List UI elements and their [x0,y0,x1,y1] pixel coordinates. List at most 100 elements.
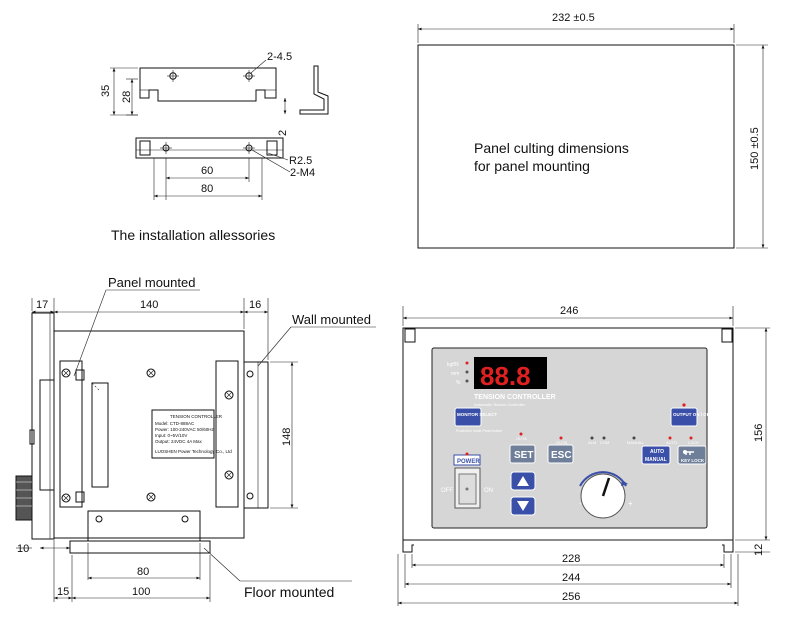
monitor-note: Protection mode Panel button [456,429,502,433]
knob-arrow-icon [621,480,628,486]
auto-manual-button[interactable] [641,445,671,465]
panel-cutout-drawing: 232 ±0.5 150 ±0.5 Panel culting dimensio… [417,12,768,249]
rear-view-drawing: TENSION CONTROLLER Model: CTD-888AC Powe… [15,275,376,602]
dim-156: 156 [753,424,765,442]
panel-subtitle: Automatic Tension Controller [474,402,526,407]
hole-mark [167,70,179,82]
set-button[interactable] [509,444,536,464]
dim-60: 60 [201,165,213,177]
up-arrow-icon [517,476,529,486]
knob-plus: + [628,499,633,508]
down-arrow-icon [517,501,529,511]
output-button-label: OUTPUT ON / OFF [673,412,712,417]
hole-mark [243,70,255,82]
floor-bracket [87,510,201,542]
esc-button[interactable] [547,444,574,464]
case-foot [402,540,414,553]
power-label: POWER [457,459,480,465]
indicator-label: LOCK [688,440,699,445]
auto-manual-label: AUTO [650,449,664,455]
unit-label: % [456,380,461,386]
screw-mark [246,370,254,378]
bracket-profile [299,65,329,115]
dim-244: 244 [562,572,580,584]
display-digits: 88.8 [480,361,531,391]
case-clip [721,328,733,343]
terminal-block [91,382,109,488]
output-on-off-button[interactable] [670,407,698,427]
screw-mark [224,470,234,480]
accessories-drawing: 2-4.5 35 28 2 R2.5 2-M4 [100,51,329,243]
dim-148: 148 [281,428,293,446]
nameplate-line: TENSION CONTROLLER [170,414,223,419]
dim-140: 140 [140,299,158,311]
bracket-clip [75,491,85,503]
screw-mark [146,492,156,502]
m4-label: 2-M4 [290,167,315,179]
bracket-top-view [139,67,277,102]
off-label: OFF [441,488,453,494]
monitor-button-label: MONITOR SELECT [457,412,497,417]
unit-label: kgf/N [447,362,459,368]
cutout-rectangle [417,44,735,249]
dim-256: 256 [562,591,580,603]
dim-2: 2 [277,130,289,136]
panel-title: TENSION CONTROLLER [474,394,556,401]
indicator-label: AUTO [666,440,677,445]
screw-mark [181,515,189,523]
nameplate-line: Model: CTD-888AC [155,421,195,426]
screw-mark [146,368,156,378]
hole-label: 2-4.5 [267,51,292,63]
dim-246: 246 [560,305,578,317]
m4-hole [243,142,255,154]
nameplate-line: Input: 0~5V/10V [155,433,187,438]
indicator-label: OUTB [556,440,567,445]
m4-hole [160,142,172,154]
knob-pointer [601,477,611,497]
bracket-tab [266,140,278,156]
right-bracket [215,360,239,508]
dim-17: 17 [36,299,48,311]
key-lock-label: KEY LOCK [681,458,705,463]
key-icon-head [683,450,687,454]
nameplate-line: LUOSHEN Power Technology Co., Ltd [155,449,232,454]
nameplate-line: Power: 100-240VAC 50/60Hz [155,427,214,432]
knob-minus: - [579,499,582,508]
unit-label: mm [451,371,459,377]
floor-mounted-label: Floor mounted [244,584,334,600]
cutout-text-1: Panel culting dimensions [474,140,629,156]
indicator-label: OUTA [516,436,527,441]
bezel-clip [29,429,35,445]
auto-manual-label: MANUAL [645,457,667,463]
case-foot [722,540,734,553]
case-clip [404,328,416,343]
front-panel-drawing: 88.8 kgf/N mm % TENSION CONTROLLER Autom… [397,305,770,606]
indicator-label: ALM [588,440,596,445]
dim-35: 35 [100,85,112,97]
dim-100: 100 [132,586,150,598]
monitor-select-button[interactable] [454,407,482,427]
dim-228: 228 [562,553,580,565]
led-display [474,357,547,389]
dim-80b: 80 [137,566,149,578]
accessories-caption: The installation allessories [111,227,275,243]
screw-mark [224,390,234,400]
indicator-label: MANUAL [627,440,644,445]
dim-80: 80 [201,183,213,195]
on-label: ON [484,488,493,494]
dim-28: 28 [121,91,133,103]
bracket-tab [139,140,151,156]
dim-10: 10 [17,543,29,555]
bezel-recess [39,379,55,491]
esc-label: ESC [551,450,572,461]
dim-12: 12 [753,544,765,556]
bracket-clip [75,369,85,381]
dim-16: 16 [249,299,261,311]
leader-line [250,59,267,74]
front-panel-face [431,347,708,529]
wall-mounted-label: Wall mounted [292,312,371,327]
radius-label: R2.5 [289,155,312,167]
set-label: SET [514,450,533,461]
cutout-text-2: for panel mounting [474,158,590,174]
left-bracket [59,360,83,508]
